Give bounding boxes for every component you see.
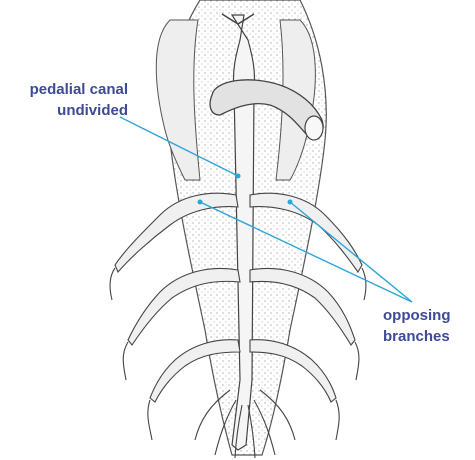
label-opposing-line2: branches	[383, 326, 451, 347]
left-upper-lobe	[156, 20, 200, 180]
label-pedalial-line2: undivided	[6, 100, 128, 121]
label-pedalial-line1: pedalial canal	[6, 79, 128, 100]
label-opposing-branches: opposing branches	[383, 305, 451, 347]
label-opposing-line1: opposing	[383, 305, 451, 326]
label-pedalial-canal: pedalial canal undivided	[6, 79, 128, 121]
